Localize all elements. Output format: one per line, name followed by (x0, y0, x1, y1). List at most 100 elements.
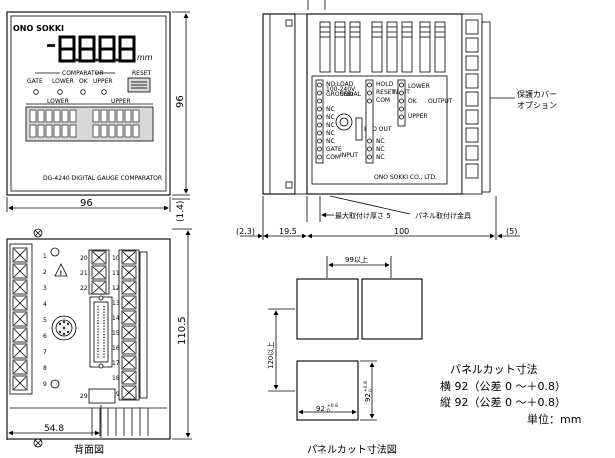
panel-plate (294, 13, 308, 195)
left-term-10: COM (326, 154, 340, 161)
terminal-29 (88, 388, 116, 404)
unit-note: 単位：mm (527, 412, 581, 426)
cutout-spec-height: 縦 92（公差 0 ～＋0.8） (440, 395, 566, 409)
mid-term-8: NC (376, 138, 385, 145)
led-label-ok: OK (79, 78, 89, 85)
term-13: 13 (112, 300, 120, 307)
term-6: 6 (43, 333, 47, 340)
cutout-left-dim: 120以上 (266, 342, 275, 369)
brand-logo: ONO SOKKI (13, 24, 64, 33)
rear-terminal-block-side (461, 13, 491, 195)
right-term-ok: OK (408, 98, 418, 105)
led-label-gate: GATE (27, 78, 43, 85)
output-group-label: OUTPUT (428, 98, 453, 105)
terminal-strip-2 (88, 249, 110, 295)
dim-bezel-offset: (2.3) (236, 227, 255, 236)
term-2: 2 (43, 269, 47, 276)
left-term-1: NO.LOAD (326, 81, 354, 88)
term-4: 4 (43, 301, 47, 308)
rear-width-dim: 54.8 (44, 424, 64, 434)
left-term-2: 100-240V (326, 86, 356, 93)
left-term-8: NC (326, 138, 335, 145)
mid-term-1: HOLD (376, 81, 394, 88)
term-18: 18 (112, 375, 120, 382)
bcd-label: BCD OUT (364, 126, 392, 133)
cutout-title: パネルカット寸法 (450, 362, 538, 376)
term-22: 22 (80, 285, 88, 292)
cutout-width-tol: +0.8 (327, 403, 338, 409)
led-label-lower: LOWER (52, 78, 74, 85)
term-19: 19 (112, 391, 120, 398)
bracket-note: パネル取付け金具 (415, 211, 471, 220)
term-9: 9 (43, 381, 47, 388)
cover-note-2: オプション (517, 101, 557, 110)
model-text: DG-4240 DIGITAL GAUGE COMPARATOR (43, 175, 162, 182)
term-17: 17 (112, 360, 120, 367)
rear-view: 1 2 3 4 5 6 7 8 9 ! 20 21 22 (6, 228, 192, 456)
cutout-caption: パネルカット寸法図 (307, 443, 397, 456)
unit-label: mm (137, 53, 153, 62)
dim-bezel-depth: 19.5 (279, 227, 297, 236)
mid-term-3: COM (376, 97, 390, 104)
rear-height-dim: 110.5 (177, 316, 188, 345)
mid-term-2: RESET (376, 89, 396, 96)
left-term-4: NC (326, 106, 335, 113)
rear-case (6, 238, 171, 440)
left-term-5: NC (326, 114, 335, 121)
term-12: 12 (112, 285, 120, 292)
mount-hole-tl (50, 247, 60, 257)
side-view: NO.LOAD 100-240V GROUND NC NC NC NC NC G… (236, 0, 557, 240)
left-term-9: GATE (326, 146, 342, 153)
cutout-top-right (361, 278, 423, 340)
reset-label: RESET (132, 70, 152, 77)
cutout-width-tol-low: 0 (327, 408, 330, 414)
thumbwheel-switches[interactable] (25, 106, 154, 142)
left-term-3: GROUND (326, 91, 353, 98)
front-view: ONO SOKKI mm COMPARATOR GATE LOWER OK UP… (6, 11, 190, 222)
led-label-upper: UPPER (93, 78, 113, 85)
term-7: 7 (43, 349, 47, 356)
side-bezel (262, 13, 296, 195)
terminal-column-left (315, 79, 324, 164)
cutout-height-tol-low: 0 (368, 389, 374, 392)
right-term-upper: UPPER (408, 113, 428, 120)
led-lower (57, 89, 63, 95)
dim-body-depth: 100 (394, 227, 409, 236)
led-gate (33, 89, 39, 95)
front-width-dim: 96 (80, 198, 93, 209)
cutout-top-left (296, 278, 359, 340)
company-label: ONO SOKKI CO., LTD. (374, 174, 437, 181)
right-term-lower: LOWER (408, 83, 430, 90)
mount-hole-bl (50, 379, 60, 389)
terminal-label-plate (311, 75, 448, 185)
left-term-6: NC (326, 122, 335, 129)
panel-cutout-view: 99以上 120以上 92 +0.8 0 92 +0.8 0 パネルカット寸法 … (266, 255, 581, 456)
term-14: 14 (112, 315, 120, 322)
terminal-column-mid (365, 79, 374, 164)
thickness-note: 最大取付け厚さ 5 (335, 211, 391, 220)
term-1: 1 (43, 253, 47, 260)
front-height-dim: 96 (175, 95, 186, 108)
rear-caption: 背面図 (74, 443, 104, 456)
term-15: 15 (112, 330, 120, 337)
term-16: 16 (112, 345, 120, 352)
cutout-height-dim: 92 (364, 393, 372, 402)
left-term-7: NC (326, 130, 335, 137)
comparator-label: COMPARATOR (62, 70, 104, 77)
front-panel (10, 15, 167, 192)
dim-cover-offset: (5) (506, 227, 517, 236)
terminal-strip-1 (9, 243, 33, 395)
vent-slots (319, 21, 446, 73)
warning-mark: ! (60, 270, 63, 277)
terminal-strip-3 (118, 249, 148, 401)
warning-triangle (54, 263, 68, 277)
term-3: 3 (43, 285, 47, 292)
upper-label: UPPER (111, 98, 131, 105)
term-8: 8 (43, 365, 47, 372)
cover-note-1: 保護カバー (517, 89, 557, 99)
mid-term-10: NC (376, 154, 385, 161)
cutout-top-dim: 99以上 (345, 255, 368, 264)
serial-label: SERIAL (340, 91, 362, 98)
cutout-height-tol: +0.8 (363, 381, 369, 392)
